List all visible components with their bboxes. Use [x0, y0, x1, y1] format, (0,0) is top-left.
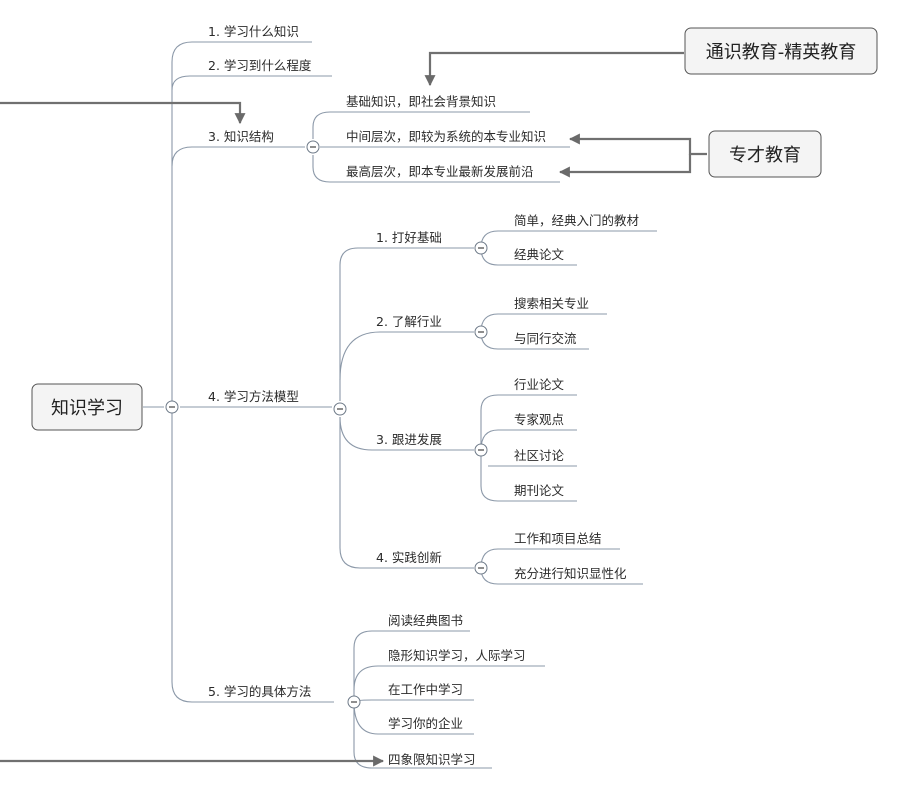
relationship-arrows [0, 51, 707, 767]
collapse-toggle-branch4[interactable] [333, 402, 347, 416]
knowledge-structure-item[interactable]: 基础知识，即社会背景知识 [346, 94, 496, 109]
specific-method-item[interactable]: 四象限知识学习 [388, 752, 476, 767]
method-item[interactable]: 经典论文 [514, 247, 565, 262]
central-topic-label: 知识学习 [51, 398, 123, 419]
method-item[interactable]: 简单，经典入门的教材 [514, 213, 639, 228]
branch3-connectors [312, 111, 570, 183]
method-item[interactable]: 搜索相关专业 [514, 296, 589, 311]
collapse-toggle-sub3[interactable] [474, 443, 488, 457]
method-sub-label[interactable]: 3. 跟进发展 [376, 432, 442, 447]
branch-5-label[interactable]: 5. 学习的具体方法 [208, 684, 311, 699]
collapse-toggle-sub1[interactable] [474, 241, 488, 255]
knowledge-structure-item[interactable]: 中间层次，即较为系统的本专业知识 [346, 129, 546, 144]
method-sub-label[interactable]: 1. 打好基础 [376, 230, 442, 245]
callout-specialist-education-label: 专才教育 [729, 145, 801, 166]
callout-general-education[interactable]: 通识教育-精英教育 [684, 27, 878, 75]
specific-method-item[interactable]: 隐形知识学习，人际学习 [388, 648, 526, 663]
branch-3-label[interactable]: 3. 知识结构 [208, 129, 274, 144]
method-sub-label[interactable]: 2. 了解行业 [376, 314, 442, 329]
specific-method-item[interactable]: 阅读经典图书 [388, 613, 463, 628]
knowledge-structure-item[interactable]: 最高层次，即本专业最新发展前沿 [346, 164, 534, 179]
specific-method-item[interactable]: 在工作中学习 [388, 682, 463, 697]
collapse-toggle-branch5[interactable] [347, 695, 361, 709]
method-item[interactable]: 社区讨论 [514, 448, 565, 463]
method-item[interactable]: 专家观点 [514, 412, 564, 427]
branch-2-label[interactable]: 2. 学习到什么程度 [208, 58, 312, 73]
branch-1-label[interactable]: 1. 学习什么知识 [208, 24, 299, 39]
method-item[interactable]: 充分进行知识显性化 [514, 566, 627, 581]
branch4-connectors [339, 230, 657, 585]
method-item[interactable]: 与同行交流 [514, 331, 577, 346]
method-item[interactable]: 工作和项目总结 [514, 531, 602, 546]
main-connectors [143, 41, 334, 703]
central-topic[interactable]: 知识学习 [31, 383, 143, 431]
method-item[interactable]: 期刊论文 [514, 483, 565, 498]
collapse-toggle-branch3[interactable] [306, 140, 320, 154]
method-item[interactable]: 行业论文 [514, 377, 565, 392]
collapse-toggle-sub2[interactable] [474, 325, 488, 339]
callout-specialist-education[interactable]: 专才教育 [708, 130, 822, 178]
collapse-toggle-central[interactable] [165, 400, 179, 414]
branch-4-label[interactable]: 4. 学习方法模型 [208, 389, 299, 404]
callout-general-education-label: 通识教育-精英教育 [706, 42, 857, 63]
method-sub-label[interactable]: 4. 实践创新 [376, 550, 442, 565]
specific-method-item[interactable]: 学习你的企业 [388, 716, 463, 731]
collapse-toggle-sub4[interactable] [474, 561, 488, 575]
